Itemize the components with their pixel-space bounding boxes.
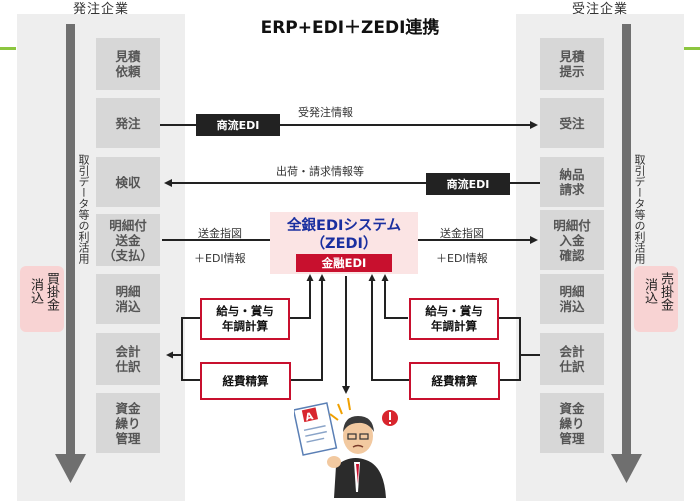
right-step-receive-order: 受注 [540, 98, 604, 148]
right-header: 受注企業 [571, 2, 628, 17]
remit-left-label: 送金指図 [198, 227, 242, 240]
ship-info-label: 出荷・請求情報等 [276, 165, 364, 178]
right-reconcile-label: 消込 [642, 278, 657, 304]
right-expense-box: 経費精算 [409, 362, 500, 400]
left-step-estimate-request: 見積 依頼 [96, 38, 160, 90]
remit-right-label: 送金指図 [440, 227, 484, 240]
exclamation-icon [382, 410, 398, 426]
zedi-box: 全銀EDIシステム （ZEDI） 金融EDI [270, 212, 418, 274]
zedi-abbr: （ZEDI） [310, 236, 378, 252]
left-reconcile-label: 消込 [28, 278, 43, 304]
right-bracket [498, 317, 521, 381]
right-step-receipt-check: 明細付 入金 確認 [540, 210, 604, 270]
right-step-reconcile: 明細 消込 [540, 274, 604, 324]
left-payroll-box: 給与・賞与 年調計算 [200, 298, 290, 340]
right-accent-line [683, 47, 700, 50]
right-step-accounting: 会計 仕訳 [540, 333, 604, 385]
diagram-title: ERP+EDI＋ZEDI連携 [260, 18, 440, 38]
businessman-illustration: A [294, 397, 398, 498]
right-step-delivery-invoice: 納品 請求 [540, 157, 604, 207]
left-step-reconcile: 明細 消込 [96, 274, 160, 324]
left-accent-line [0, 47, 16, 50]
right-payroll-box: 給与・賞与 年調計算 [409, 298, 499, 340]
right-big-arrow [611, 24, 642, 483]
edi-info-left-label: ＋EDI情報 [194, 252, 246, 265]
svg-text:A: A [304, 411, 314, 423]
left-expense-up [291, 274, 326, 381]
left-step-order: 発注 [96, 98, 160, 148]
right-side-label: 取引データ等の利活用 [633, 154, 646, 264]
zedi-name: 全銀EDIシステム [287, 218, 401, 234]
right-payroll-up [381, 274, 408, 319]
left-step-inspection: 検収 [96, 157, 160, 207]
left-step-payment: 明細付 送金 （支払） [96, 214, 160, 266]
right-step-cash-mgmt: 資金 繰り 管理 [540, 393, 604, 453]
left-step-accounting: 会計 仕訳 [96, 333, 160, 385]
edi-info-right-label: ＋EDI情報 [436, 252, 488, 265]
left-big-arrow [55, 24, 86, 483]
left-header: 発注企業 [72, 2, 129, 17]
finance-edi-badge: 金融EDI [296, 254, 392, 272]
left-payable-label: 買掛金 [44, 272, 59, 311]
right-receivable-box [634, 266, 678, 332]
order-edi-badge: 商流EDI [196, 114, 280, 136]
right-expense-up [368, 274, 409, 381]
left-payroll-up [290, 274, 314, 319]
left-bracket [181, 317, 200, 381]
order-info-label: 受発注情報 [298, 106, 353, 119]
left-payable-box [20, 266, 64, 332]
left-side-label: 取引データ等の利活用 [77, 154, 90, 264]
document-a-icon: A [294, 402, 338, 456]
right-receivable-label: 売掛金 [658, 272, 673, 311]
left-expense-box: 経費精算 [200, 362, 291, 400]
ship-edi-badge: 商流EDI [426, 173, 510, 195]
right-step-estimate-offer: 見積 提示 [540, 38, 604, 90]
left-step-cash-mgmt: 資金 繰り 管理 [96, 393, 160, 453]
